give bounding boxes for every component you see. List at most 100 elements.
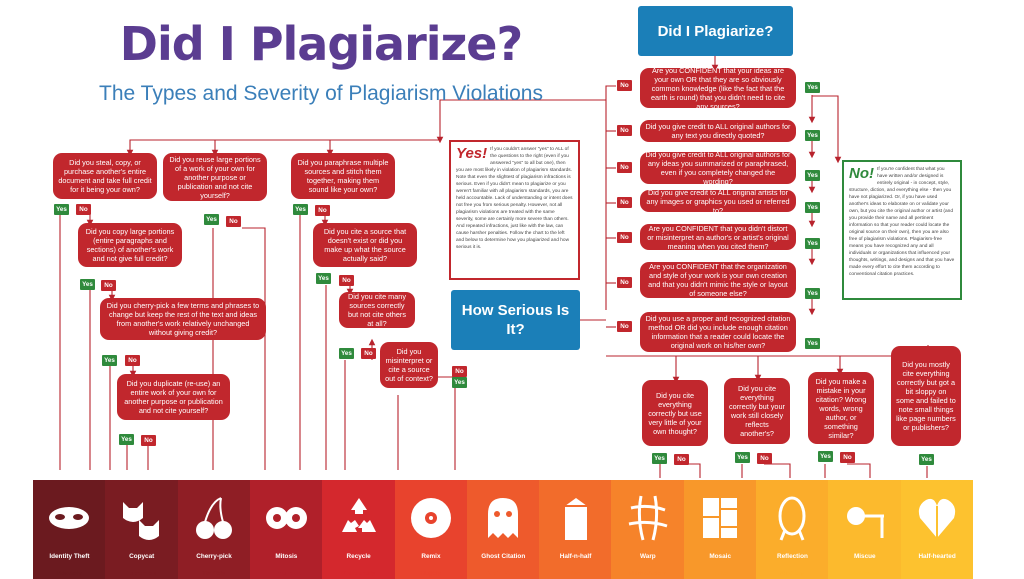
yes-note: Yes! If you couldn't answer "yes" to ALL… [449, 140, 580, 280]
severity-label: Somewhat [848, 569, 881, 577]
question-citation-method: Did you use a proper and recognized cita… [640, 312, 796, 352]
severity-category: Half-n-half [539, 480, 612, 579]
severity-label: Notably [780, 569, 804, 577]
severity-category: Cherry-pick [177, 480, 251, 579]
severity-label: Very [568, 569, 583, 577]
category-name: Remix [421, 553, 441, 560]
yes-tag: Yes [316, 273, 331, 284]
yes-tag: Yes [204, 214, 219, 225]
severity-category: Warp [611, 480, 685, 579]
cats-icon [105, 488, 178, 548]
carton-icon [539, 488, 612, 548]
yes-tag: Yes [452, 377, 467, 388]
category-name: Reflection [777, 553, 808, 560]
severity-label: Immensely [269, 569, 303, 577]
no-tag: No [617, 232, 632, 243]
severity-label: Mildly [927, 569, 946, 577]
category-name: Mitosis [275, 553, 298, 560]
no-tag: No [757, 453, 772, 464]
category-name: Ghost Citation [481, 553, 526, 560]
question-misinterpret: Did you misinterpret or cite a source ou… [380, 342, 438, 388]
question-organization-style: Are you CONFIDENT that the organization … [640, 262, 796, 298]
category-name: Copycat [129, 553, 155, 560]
severity-category: Reflection [756, 480, 829, 579]
category-name: Cherry-pick [196, 553, 232, 560]
mirror-icon [756, 488, 829, 548]
mosaic-icon [684, 488, 757, 548]
page-subtitle: The Types and Severity of Plagiarism Vio… [99, 82, 543, 105]
yes-tag: Yes [805, 338, 820, 349]
question-cherry-pick: Did you cherry-pick a few terms and phra… [100, 298, 266, 340]
severity-category: Identity Theft [33, 480, 106, 579]
no-tag: No [617, 125, 632, 136]
question-cite-many: Did you cite many sources correctly but … [339, 292, 415, 328]
severity-category: Half-hearted [900, 480, 974, 579]
category-name: Identity Theft [49, 553, 90, 560]
severity-category: Mitosis [249, 480, 323, 579]
no-tag: No [617, 162, 632, 173]
cherries-icon [178, 488, 251, 548]
severity-label: Quite [711, 569, 729, 577]
yes-tag: Yes [339, 348, 354, 359]
yes-note-head: Yes! [456, 145, 488, 162]
severity-category: Remix [394, 480, 468, 579]
severity-label: Insanely [56, 569, 82, 577]
category-name: Half-hearted [918, 553, 956, 560]
yes-tag: Yes [119, 434, 134, 445]
yes-tag: Yes [293, 204, 308, 215]
question-use-little: Did you cite everything correctly but us… [642, 380, 708, 446]
no-note: No! If you're confident that what you ha… [842, 160, 962, 300]
question-paraphrase: Did you paraphrase multiple sources and … [291, 153, 395, 199]
category-name: Mosaic [709, 553, 731, 560]
no-note-body: If you're confident that what you have w… [849, 167, 955, 277]
recycle-icon [322, 488, 395, 548]
no-tag: No [617, 80, 632, 91]
no-tag: No [101, 280, 116, 291]
question-steal: Did you steal, copy, or purchase another… [53, 153, 157, 199]
yes-tag: Yes [805, 170, 820, 181]
yes-tag: Yes [818, 451, 833, 462]
no-tag: No [617, 197, 632, 208]
question-credit-images: Did you give credit to ALL original arti… [640, 188, 796, 215]
no-tag: No [76, 204, 91, 215]
no-tag: No [125, 355, 140, 366]
no-tag: No [226, 216, 241, 227]
no-tag: No [617, 277, 632, 288]
no-tag: No [840, 452, 855, 463]
yes-tag: Yes [102, 355, 117, 366]
yes-tag: Yes [805, 288, 820, 299]
yes-tag: Yes [80, 279, 95, 290]
pin-icon [828, 488, 901, 548]
question-cite-nonexistent: Did you cite a source that doesn't exist… [313, 223, 417, 267]
question-duplicate: Did you duplicate (re-use) an entire wor… [117, 374, 230, 420]
no-tag: No [339, 275, 354, 286]
no-tag: No [141, 435, 156, 446]
category-name: Miscue [853, 553, 876, 560]
question-reuse: Did you reuse large portions of a work o… [163, 153, 267, 201]
yes-tag: Yes [919, 454, 934, 465]
disc-icon [395, 488, 468, 548]
severity-label: Very, Very [487, 569, 519, 577]
severity-label: Terribly [202, 569, 226, 577]
mask-icon [33, 488, 106, 548]
no-tag: No [361, 348, 376, 359]
yes-tag: Yes [652, 453, 667, 464]
category-name: Warp [639, 553, 656, 560]
severity-category: Miscue [828, 480, 902, 579]
category-name: Recycle [346, 553, 371, 560]
question-reflects: Did you cite everything correctly but yo… [724, 378, 790, 444]
question-mistake: Did you make a mistake in your citation?… [808, 372, 874, 444]
yes-tag: Yes [805, 238, 820, 249]
severity-category: Mosaic [683, 480, 757, 579]
question-not-distort: Are you CONFIDENT that you didn't distor… [640, 224, 796, 251]
warp-icon [611, 488, 684, 548]
no-tag: No [617, 321, 632, 332]
yes-tag: Yes [805, 202, 820, 213]
yes-tag: Yes [54, 204, 69, 215]
no-tag: No [315, 205, 330, 216]
ghost-icon [467, 488, 540, 548]
severity-category: Ghost Citation [466, 480, 540, 579]
question-confident-ideas: Are you CONFIDENT that your ideas are yo… [640, 66, 796, 111]
